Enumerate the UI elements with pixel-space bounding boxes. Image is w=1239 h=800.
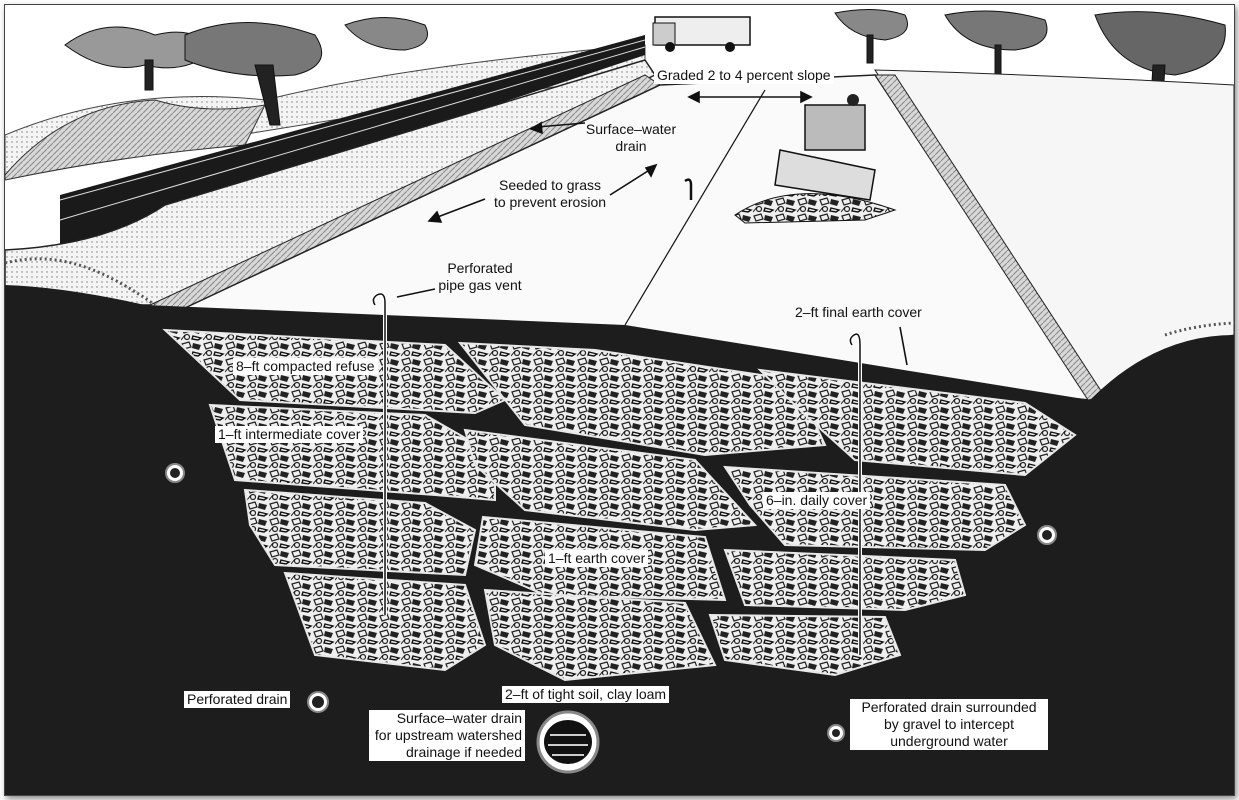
left-embankment <box>5 59 657 306</box>
background-hills <box>5 44 646 181</box>
perforated-vent-label: Perforated pipe gas vent <box>425 260 535 294</box>
gravel-drain-label: Perforated drain surrounded by gravel to… <box>850 699 1048 750</box>
drain-pipes <box>165 463 1057 774</box>
label-line: drainage if needed <box>406 744 522 760</box>
landfill-diagram: Graded 2 to 4 percent slope Surface–wate… <box>4 4 1235 796</box>
bulldozer <box>734 94 897 224</box>
refuse-cell <box>457 341 827 457</box>
annotation-arrows <box>396 90 908 366</box>
landfill-illustration <box>5 5 1234 795</box>
label-line: by gravel to intercept <box>884 716 1014 732</box>
refuse-cell <box>723 548 967 612</box>
refuse-cell <box>283 571 487 672</box>
label-line: Surface–water drain <box>396 710 522 726</box>
label-line: Perforated <box>447 260 513 276</box>
refuse-cells <box>162 328 1077 682</box>
compacted-refuse-label: 8–ft compacted refuse <box>233 358 378 375</box>
surface-water-drain-label: Surface–water drain <box>583 121 679 155</box>
label-line: Perforated drain surrounded <box>861 699 1037 715</box>
garbage-truck <box>652 16 751 52</box>
daily-cover-label: 6–in. daily cover <box>763 492 871 509</box>
graded-slope-label: Graded 2 to 4 percent slope <box>654 67 834 84</box>
label-line: Seeded to grass <box>499 177 601 193</box>
refuse-cell <box>483 588 717 682</box>
final-cover-label: 2–ft final earth cover <box>795 304 922 320</box>
refuse-cell <box>708 613 902 677</box>
refuse-cell <box>243 488 477 577</box>
tight-soil-label: 2–ft of tight soil, clay loam <box>502 686 670 703</box>
seeded-grass-label: Seeded to grass to prevent erosion <box>485 177 615 211</box>
trees <box>64 8 1226 126</box>
label-line: for upstream watershed <box>374 727 522 743</box>
label-line: pipe gas vent <box>438 277 522 293</box>
intermediate-cover-label: 1–ft intermediate cover <box>215 426 364 443</box>
label-line: underground water <box>890 733 1008 749</box>
label-line: to prevent erosion <box>493 194 607 210</box>
label-line: drain <box>615 138 647 154</box>
upstream-drain-label: Surface–water drain for upstream watersh… <box>369 710 525 761</box>
earth-cover-label: 1–ft earth cover <box>545 550 649 567</box>
label-line: Surface–water <box>585 121 677 137</box>
refuse-cell <box>463 428 758 532</box>
refuse-cell <box>757 368 1077 477</box>
refuse-cell <box>723 465 1027 552</box>
perforated-drain-label: Perforated drain <box>184 691 291 708</box>
